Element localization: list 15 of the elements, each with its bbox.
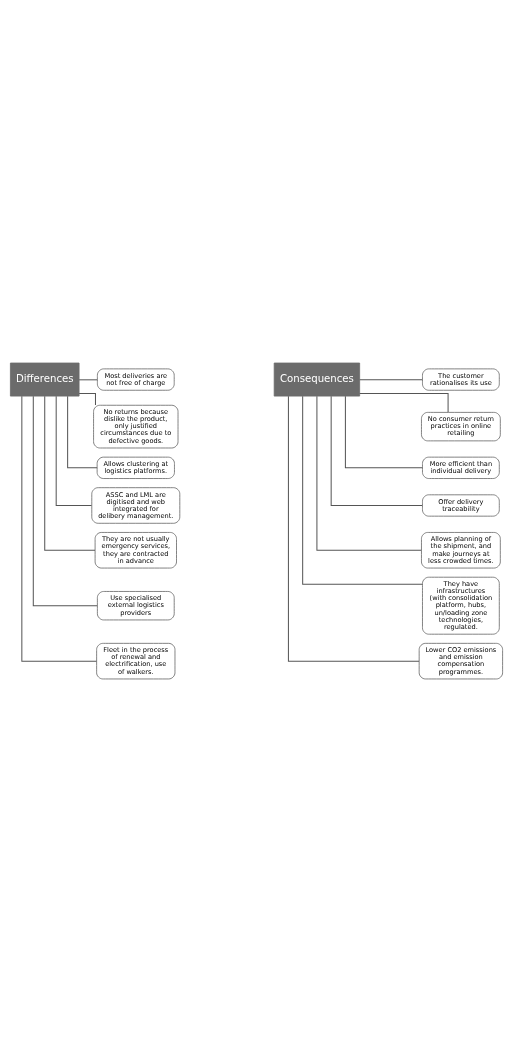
connector bbox=[316, 395, 422, 551]
connector bbox=[32, 395, 98, 606]
connector bbox=[67, 395, 98, 468]
connector bbox=[44, 395, 96, 551]
connector bbox=[359, 392, 449, 413]
connector bbox=[21, 395, 98, 662]
connector bbox=[344, 395, 423, 468]
connector bbox=[78, 378, 98, 380]
connector bbox=[359, 378, 423, 380]
connector bbox=[287, 395, 420, 662]
connector bbox=[302, 395, 423, 585]
connector bbox=[55, 395, 93, 506]
connector bbox=[330, 395, 423, 506]
node-box: Consequences bbox=[273, 362, 361, 396]
node-box: Differences bbox=[10, 362, 80, 396]
